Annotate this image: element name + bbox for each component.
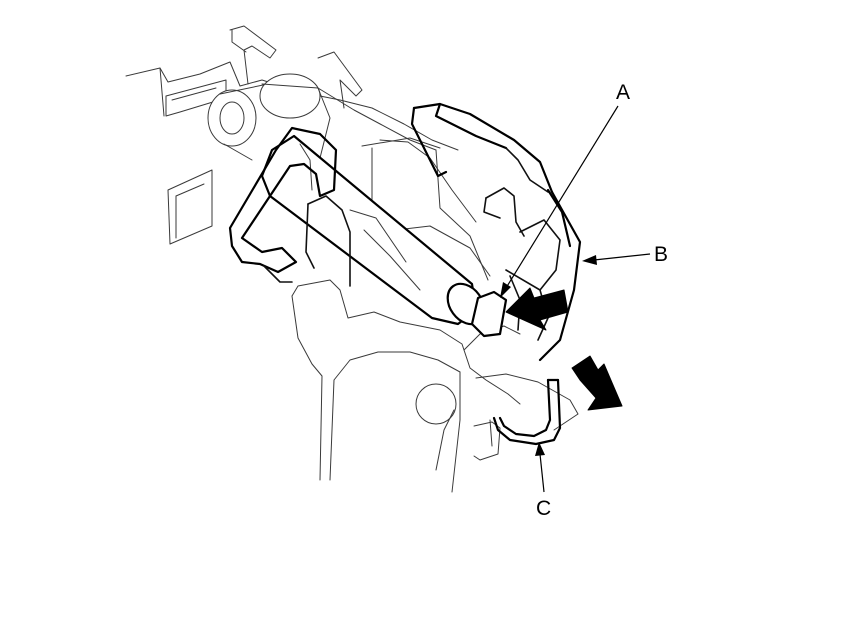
background-housing xyxy=(125,25,579,493)
push-direction-arrow xyxy=(505,287,569,331)
callout-label-c: C xyxy=(536,497,551,520)
shaft-assembly xyxy=(207,73,508,338)
pull-direction-arrow xyxy=(571,355,623,411)
callout-label-a: A xyxy=(616,81,630,104)
callout-label-b: B xyxy=(654,243,668,266)
callout-leaders xyxy=(500,105,651,493)
hook-clip-c xyxy=(492,378,562,446)
